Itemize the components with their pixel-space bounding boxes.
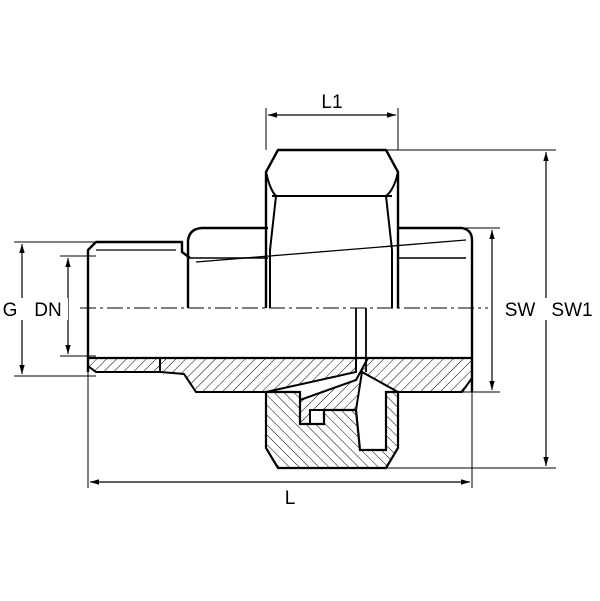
fitting-outline-upper [86, 148, 474, 308]
nut-face-right [385, 171, 399, 308]
label-sw1: SW1 [551, 300, 592, 321]
extension-lines [14, 108, 556, 488]
label-g: G [3, 300, 18, 321]
label-sw: SW [505, 300, 536, 321]
left-body-section [159, 357, 357, 393]
label-dn: DN [34, 300, 61, 321]
label-l1: L1 [321, 92, 342, 113]
nut-face-left [265, 171, 277, 308]
thread-section [87, 357, 161, 373]
label-l: L [285, 488, 296, 509]
left-body-hex [186, 226, 268, 308]
male-thread-end [86, 240, 191, 308]
union-nut-upper [264, 148, 400, 308]
nut-cut-line [195, 239, 467, 263]
fitting-section-lower [86, 308, 474, 470]
